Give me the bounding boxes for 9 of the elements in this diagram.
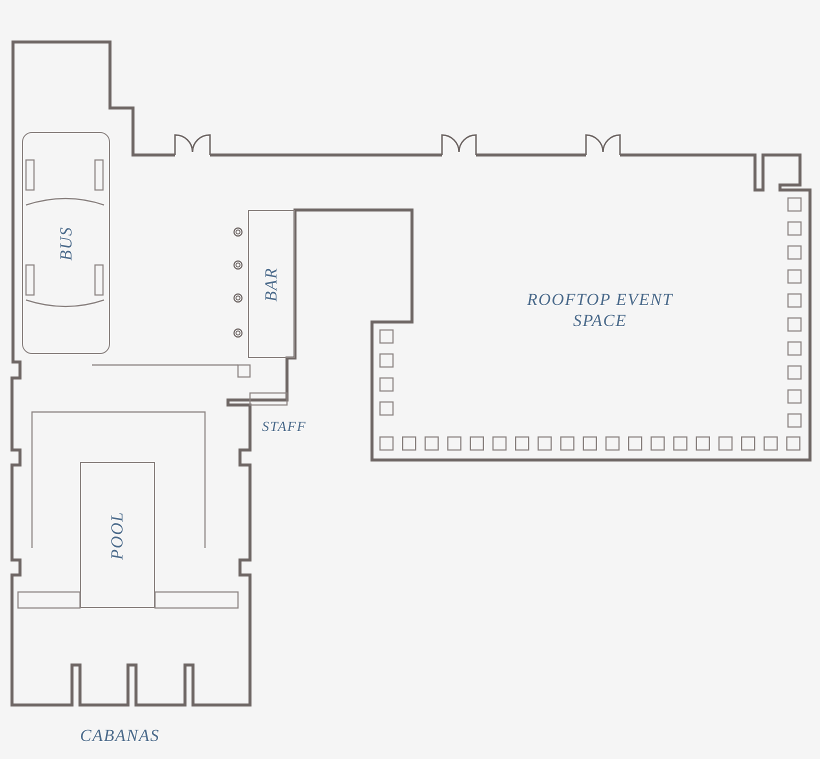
room-label: ROOFTOP EVENT SPACE bbox=[526, 289, 674, 331]
bus-outline bbox=[22, 132, 110, 354]
room-label: BUS bbox=[56, 226, 76, 260]
pool-outline bbox=[80, 462, 155, 608]
area-label: CABANAS bbox=[80, 725, 160, 746]
room-label: BAR bbox=[261, 266, 282, 302]
area-label: STAFF bbox=[262, 419, 306, 437]
room-label: POOL bbox=[107, 510, 128, 560]
bar-counter bbox=[248, 210, 295, 358]
